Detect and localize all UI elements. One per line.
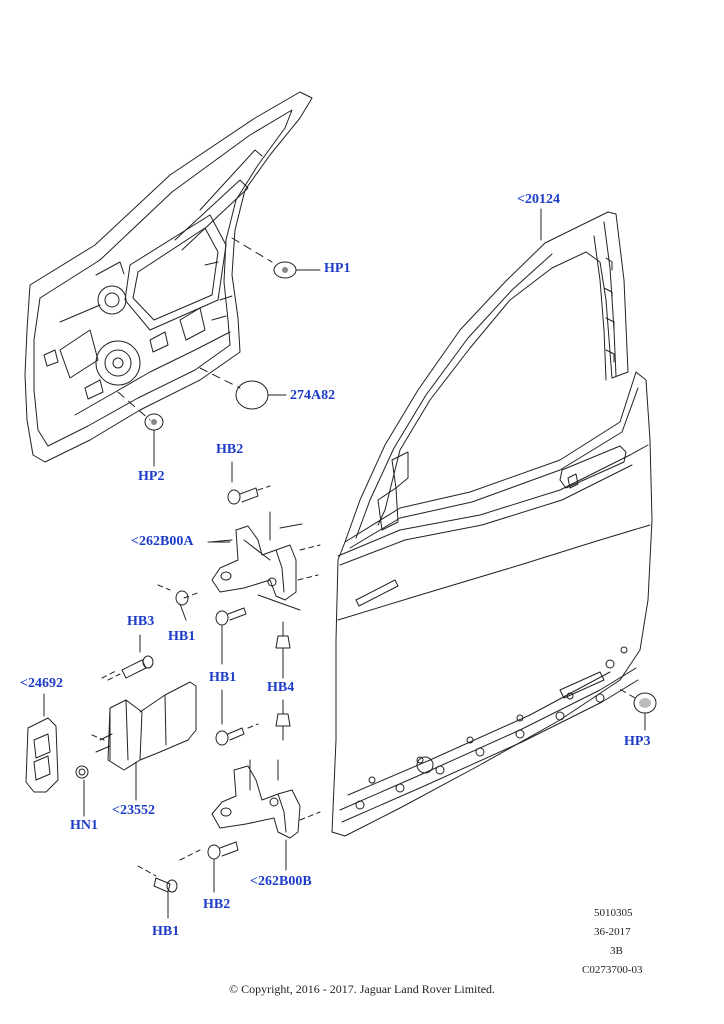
meta-line-2: 36-2017 [594,926,631,938]
meta-line-3: 3B [610,945,623,957]
door-shell-drawing [331,211,653,837]
hp1-plug-drawing [273,261,321,279]
callout-262b00b: <262B00B [250,874,312,889]
hb3-bolt-drawing [107,634,154,681]
copyright-notice: © Copyright, 2016 - 2017. Jaguar Land Ro… [228,982,496,996]
callout-hp2: HP2 [138,469,165,484]
hp2-plug-drawing [144,413,164,467]
callout-262b00a: <262B00A [131,534,194,549]
upper-hinge-drawing [209,511,321,611]
hb1-bolt-c-drawing [215,689,259,746]
callout-hb3: HB3 [127,614,155,629]
meta-line-1: 5010305 [594,907,633,919]
hb2-top-bolt-drawing [227,461,271,505]
hb1-bolt-a-drawing [157,584,201,621]
callout-hb1-bottom: HB1 [152,924,180,939]
meta-line-4: C0273700-03 [582,964,643,976]
hb1-bolt-b-drawing [215,607,247,665]
hb1-bottom-bolt-drawing [137,865,178,919]
callout-hb1-b: HB1 [209,670,237,685]
callout-20124: <20124 [517,192,560,207]
hp3-plug-drawing [617,687,657,731]
lower-hinge-drawing [211,759,321,871]
callout-hp1: HP1 [324,261,351,276]
callout-hb2-top: HB2 [216,442,244,457]
hb2-bottom-bolt-drawing [179,841,239,893]
callout-hb1-a: HB1 [168,629,196,644]
callout-hb4: HB4 [267,680,295,695]
hn1-nut-drawing [75,765,89,817]
callout-hn1: HN1 [70,818,98,833]
callout-hp3: HP3 [624,734,651,749]
inner-door-panel-drawing [24,91,313,463]
bump-stop-drawing [25,693,59,793]
hb4-bolts-drawing [275,621,291,741]
callout-24692: <24692 [20,676,63,691]
callout-hb2-bottom: HB2 [203,897,231,912]
callout-23552: <23552 [112,803,155,818]
callout-274a82: 274A82 [290,388,336,403]
o-ring-drawing [235,380,287,410]
check-strap-drawing [91,669,197,801]
